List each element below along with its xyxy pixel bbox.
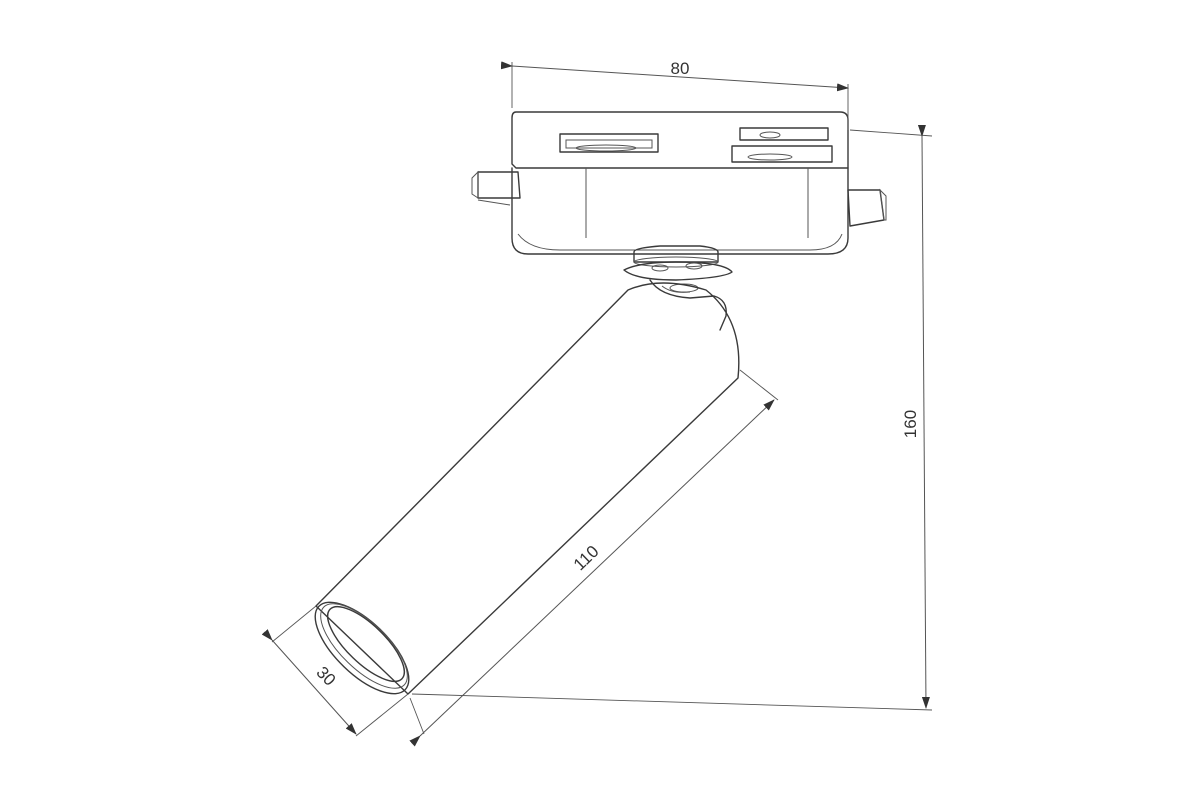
dimension-height: 160 <box>411 124 933 711</box>
dimension-length: 110 <box>409 369 779 747</box>
dimension-width-label: 80 <box>671 59 690 78</box>
track-adapter <box>471 111 887 255</box>
swivel-joint <box>623 245 733 331</box>
dimension-diameter-label: 30 <box>313 663 340 690</box>
dimension-diameter: 30 <box>261 605 409 737</box>
dimension-width: 80 <box>500 59 849 130</box>
dimension-length-label: 110 <box>570 542 603 574</box>
cylinder-spotlight <box>314 282 740 695</box>
dimension-height-label: 160 <box>901 410 920 438</box>
